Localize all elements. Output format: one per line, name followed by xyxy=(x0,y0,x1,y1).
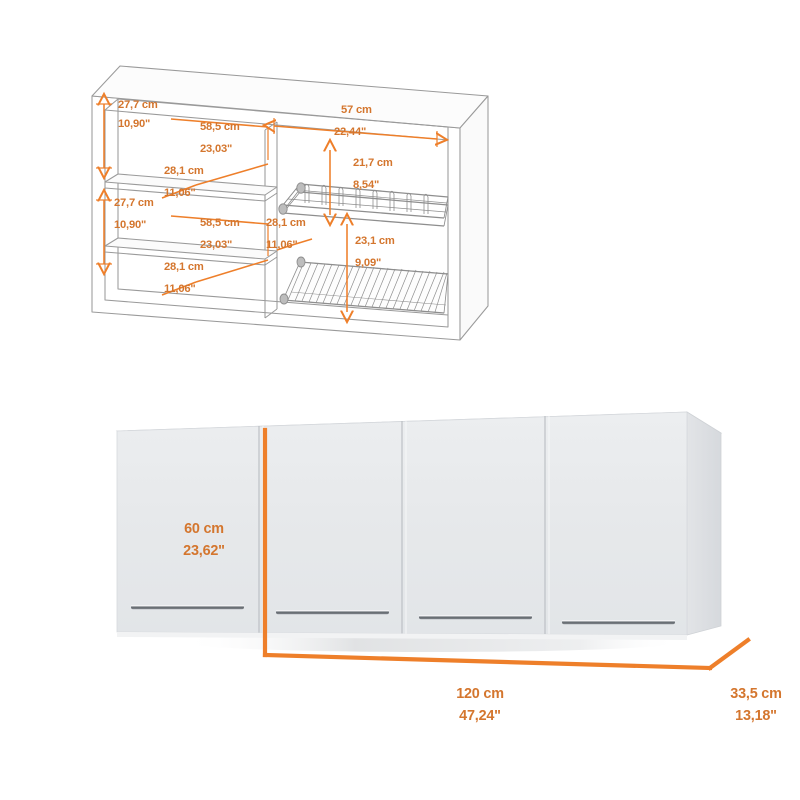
label-dish-rack-height-cm: 21,7 cm xyxy=(353,157,393,169)
label-lower-left-depth-inch: 11,06" xyxy=(164,283,195,295)
label-right-bay-depth-inch: 11,06" xyxy=(266,239,297,251)
label-upper-left-width-inch: 23,03" xyxy=(200,143,232,155)
dimline-overall-depth xyxy=(707,637,751,671)
label-lower-left-height-cm: 27,7 cm xyxy=(114,197,154,209)
label-overall-height-inch: 23,62" xyxy=(183,543,225,559)
label-upper-left-width-cm: 58,5 cm xyxy=(200,121,240,133)
handle-door-3[interactable] xyxy=(419,615,532,620)
dimline-lower-left-depth xyxy=(195,259,269,283)
dimension-bracket-overall xyxy=(262,427,751,671)
label-overall-width-cm: 120 cm xyxy=(456,686,504,702)
label-upper-left-height-cm: 27,7 cm xyxy=(118,99,158,111)
label-lower-left-height-inch: 10,90" xyxy=(114,219,146,231)
handle-door-2[interactable] xyxy=(276,610,389,615)
dimline-right-bay-width xyxy=(274,126,437,139)
label-upper-left-depth-cm: 28,1 cm xyxy=(164,165,204,177)
left-bay-shelves xyxy=(104,173,278,266)
interior-wireframe-figure: 27,7 cm 10,90" 58,5 cm 23,03" 28,1 cm 11… xyxy=(0,0,800,390)
cabinet-side-face xyxy=(686,411,722,636)
label-drip-tray-height-cm: 23,1 cm xyxy=(355,235,395,247)
drip-tray-grid xyxy=(279,256,449,314)
label-lower-left-width-cm: 58,5 cm xyxy=(200,217,240,229)
label-overall-depth-inch: 13,18" xyxy=(735,708,777,724)
label-right-bay-width-cm: 57 cm xyxy=(341,104,372,116)
door-seams xyxy=(258,416,546,634)
label-right-bay-width-inch: 22,44" xyxy=(334,126,366,138)
dimline-overall-width xyxy=(262,652,713,671)
cabinet-render xyxy=(115,411,723,640)
label-lower-left-width-inch: 23,03" xyxy=(200,239,232,251)
label-overall-height-cm: 60 cm xyxy=(184,521,224,537)
handle-door-4[interactable] xyxy=(562,620,675,625)
dimension-lines-interior xyxy=(96,104,437,312)
dimline-upper-left-width xyxy=(170,118,269,128)
label-right-bay-depth-cm: 28,1 cm xyxy=(266,217,306,229)
product-render-figure: 60 cm 23,62" 120 cm 47,24" 33,5 cm 13,18… xyxy=(0,390,800,800)
label-overall-depth-cm: 33,5 cm xyxy=(730,686,781,702)
label-upper-left-depth-inch: 11,06" xyxy=(164,187,195,199)
dimline-right-bay-depth xyxy=(288,238,313,247)
dimline-upper-left-depth xyxy=(195,163,269,186)
label-dish-rack-height-inch: 8,54" xyxy=(353,179,379,191)
door-handles xyxy=(131,605,675,625)
label-lower-left-depth-cm: 28,1 cm xyxy=(164,261,204,273)
label-overall-width-inch: 47,24" xyxy=(459,708,501,724)
label-upper-left-height-inch: 10,90" xyxy=(118,118,150,130)
cabinet-bottom-edge xyxy=(117,632,687,640)
dimline-lower-left-width xyxy=(170,215,269,225)
handle-door-1[interactable] xyxy=(131,605,244,610)
label-drip-tray-height-inch: 9,09" xyxy=(355,257,381,269)
